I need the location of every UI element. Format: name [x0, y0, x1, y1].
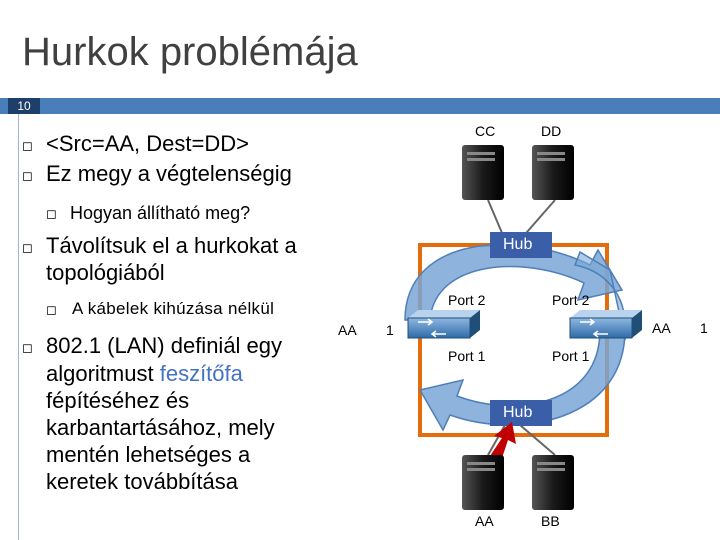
- loop-arrows: [404, 243, 627, 432]
- sub-bullet-square-icon: ◻: [46, 206, 57, 221]
- bullet-text: fépítéséhez és: [46, 388, 190, 413]
- switch-left-icon: [407, 310, 480, 339]
- sub-bullet-text: Hogyan állítható meg?: [70, 203, 251, 223]
- bullet-square-icon: ◻: [22, 138, 33, 153]
- mac-table-left-port: 1: [386, 322, 394, 338]
- mac-table-right-port: 1: [700, 320, 708, 336]
- port-label: Port 2: [552, 292, 590, 308]
- server-bb-icon: [532, 455, 574, 510]
- sub-bullet-text: A kábelek kihúzása nélkül: [72, 299, 275, 318]
- server-aa-icon: [462, 455, 504, 510]
- host-label-bb: BB: [541, 513, 560, 529]
- bullet-text: karbantartásához, mely: [46, 415, 275, 440]
- host-label-dd: DD: [541, 123, 562, 139]
- bullet-square-icon: ◻: [22, 240, 33, 255]
- bullet-square-icon: ◻: [22, 340, 33, 355]
- port-label: Port 1: [552, 348, 590, 364]
- mac-table-right-mac: AA: [652, 320, 671, 336]
- sub-bullet-square-icon: ◻: [46, 302, 57, 317]
- bullet-text: topológiából: [46, 260, 165, 285]
- bullet-text: mentén lehetséges a: [46, 442, 251, 467]
- bullet-text: Ez megy a végtelenségig: [46, 161, 292, 186]
- port-label: Port 2: [448, 292, 486, 308]
- bullet-text: 802.1 (LAN) definiál egy: [46, 333, 283, 358]
- left-rule: [18, 114, 19, 540]
- bullet-text: keretek továbbítása: [46, 469, 239, 494]
- server-dd-icon: [532, 145, 574, 200]
- bullet-square-icon: ◻: [22, 168, 33, 183]
- spanning-tree-link[interactable]: feszítőfa: [159, 361, 243, 386]
- hub-bottom: [490, 400, 552, 426]
- hub-top-label: Hub: [503, 236, 533, 253]
- hub-bottom-label: Hub: [503, 404, 533, 421]
- bullet-text: Távolítsuk el a hurkokat a: [46, 233, 297, 258]
- server-cc-icon: [462, 145, 504, 200]
- port-label: Port 1: [448, 348, 486, 364]
- host-label-aa: AA: [475, 513, 494, 529]
- hub-top: [490, 232, 552, 258]
- mac-table-left-mac: AA: [338, 322, 357, 338]
- switch-right-icon: [569, 310, 642, 339]
- slide-title: Hurkok problémája: [22, 30, 358, 74]
- bullet-text: algoritmust feszítőfa: [46, 361, 243, 386]
- title-bar: [0, 98, 720, 114]
- slide-number: 10: [8, 98, 40, 114]
- host-label-cc: CC: [475, 123, 496, 139]
- bullet-text: <Src=AA, Dest=DD>: [46, 131, 249, 156]
- cable: [519, 424, 556, 456]
